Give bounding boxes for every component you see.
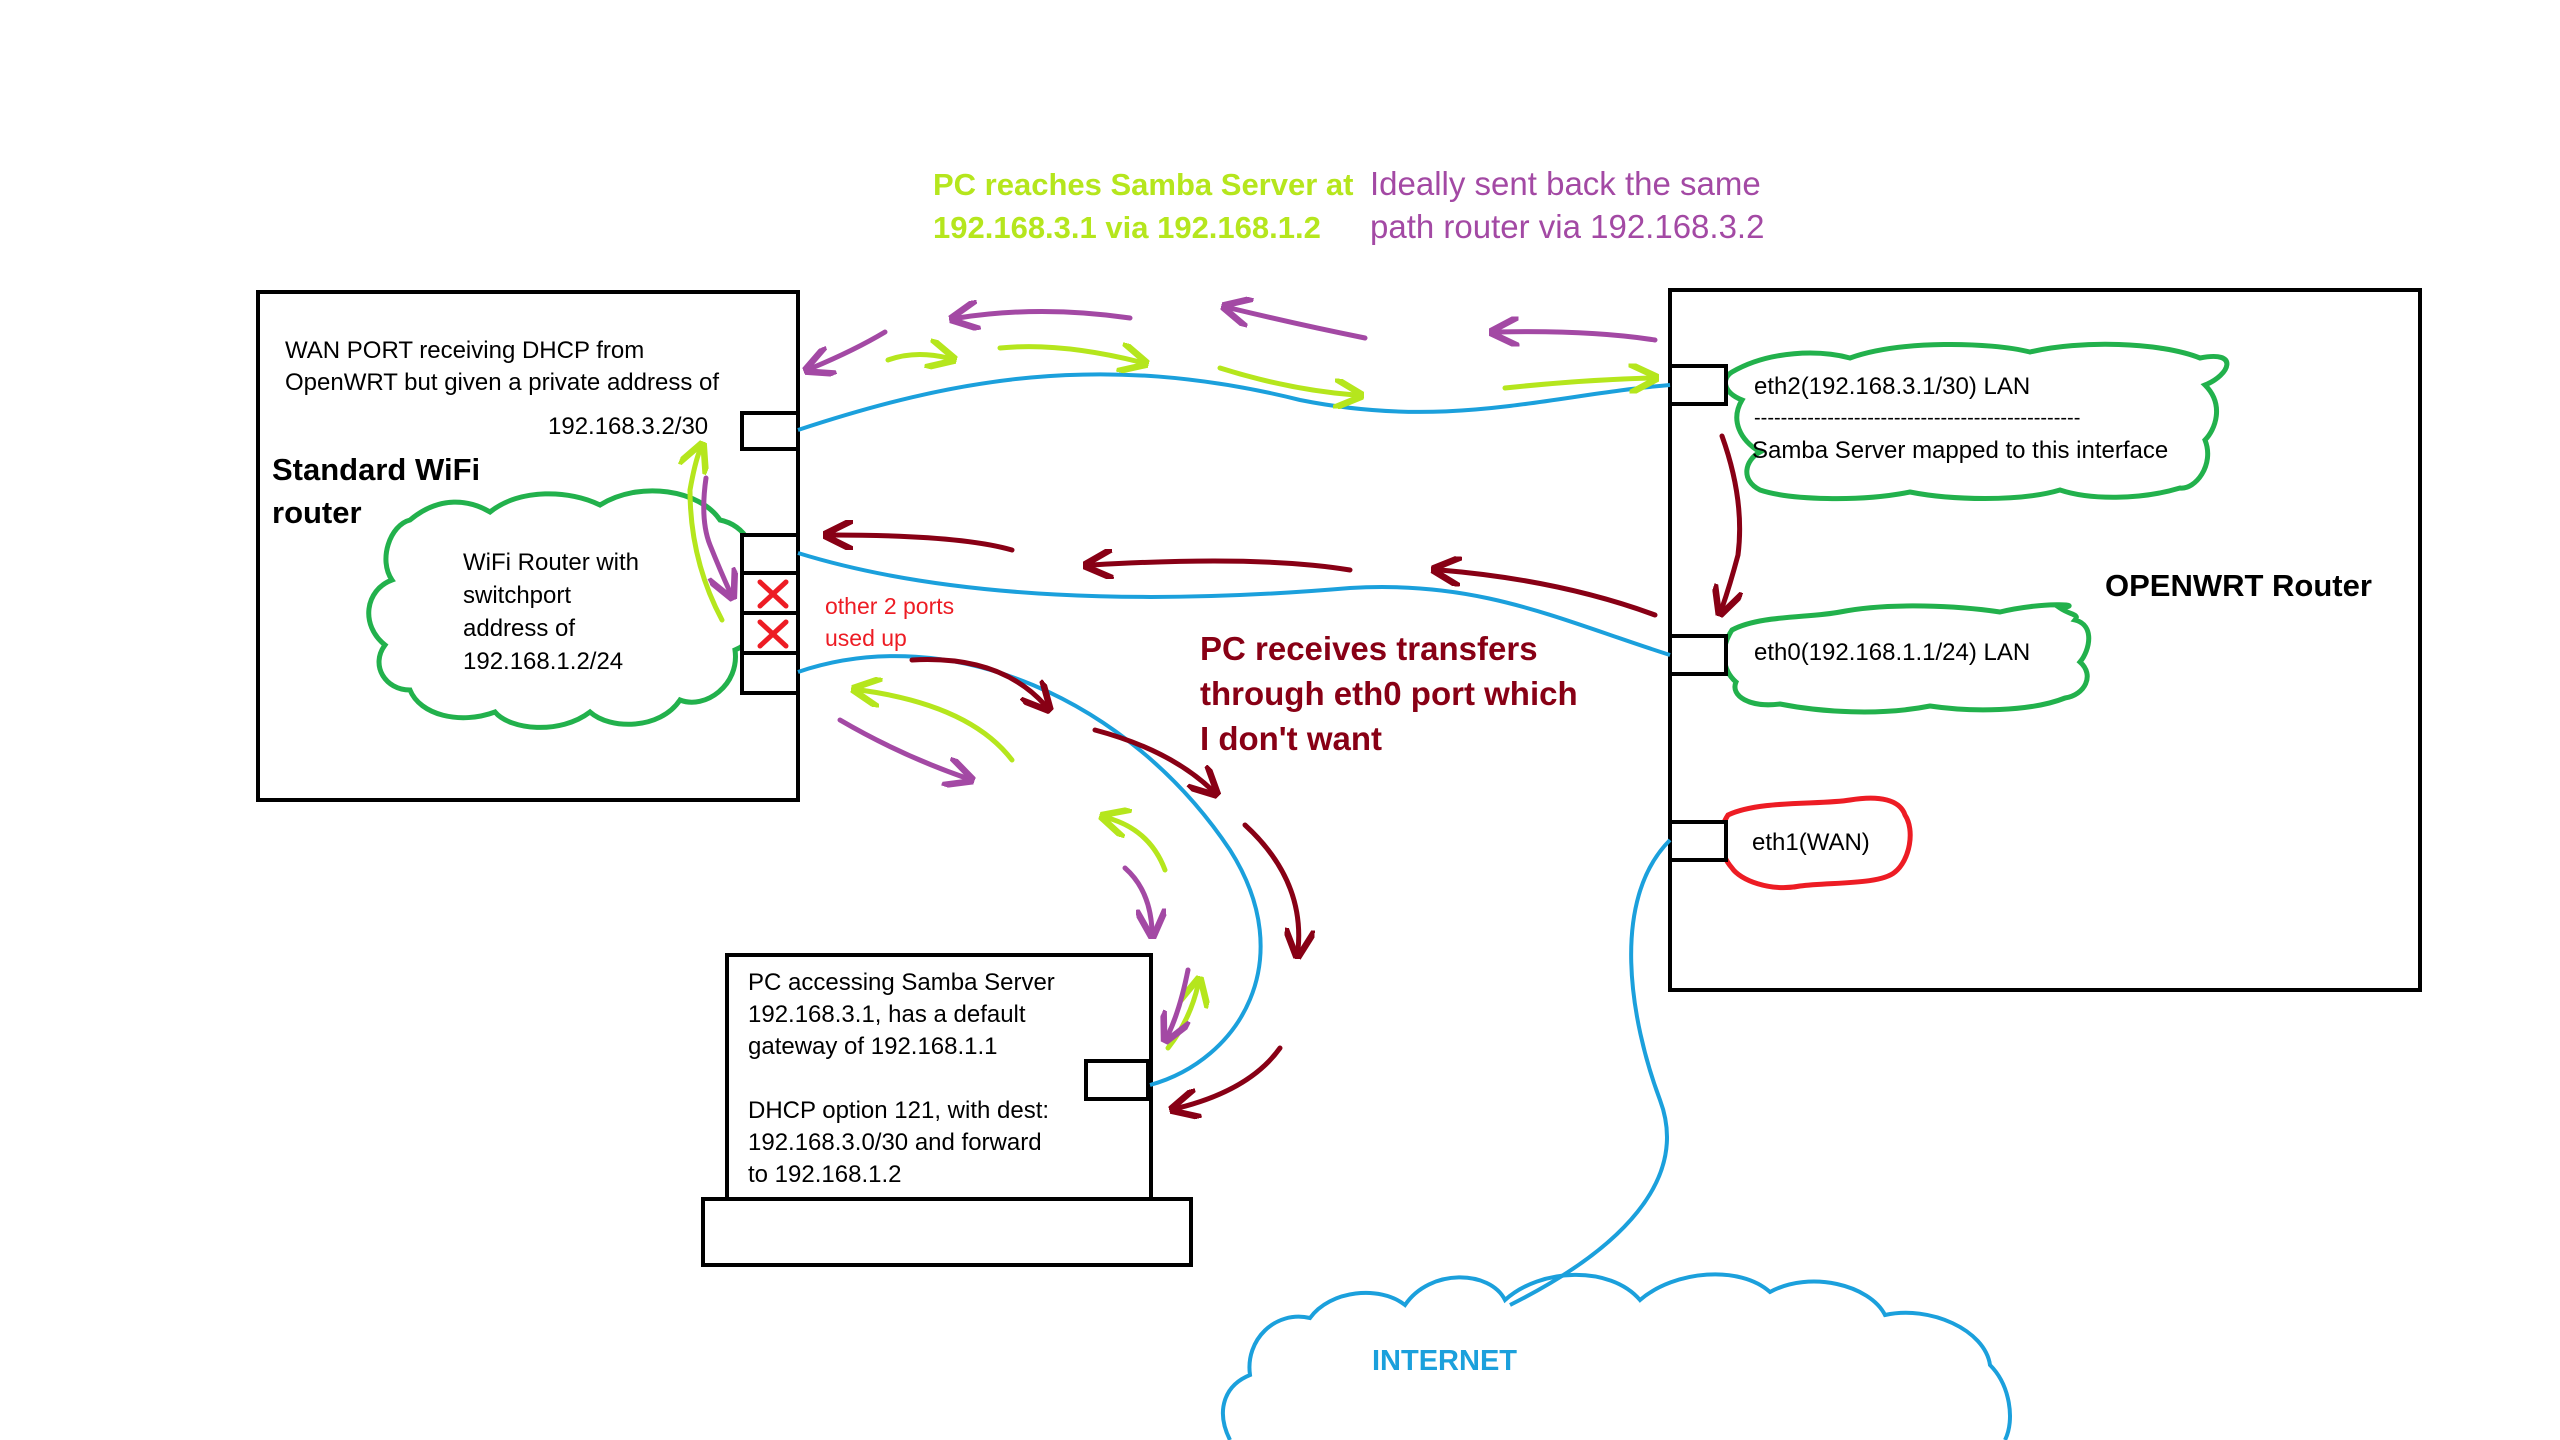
wifi-router-title: Standard WiFi [272, 452, 480, 487]
pc-text-2: 192.168.3.1, has a default [748, 1001, 1026, 1028]
samba-server-label: Samba Server mapped to this interface [1752, 437, 2168, 464]
eth1-label: eth1(WAN) [1752, 829, 1870, 856]
eth0-cloud [1721, 602, 2092, 715]
ideally-annotation: Ideally sent back the same [1370, 165, 1761, 202]
internet-cloud [1220, 1272, 2012, 1440]
ports-note-2: used up [825, 625, 907, 651]
eth2-divider: ----------------------------------------… [1754, 407, 2080, 429]
pc-receives-annotation-3: I don't want [1200, 720, 1382, 757]
pc-network-port[interactable] [1084, 1059, 1150, 1101]
lan-port-4[interactable] [740, 651, 800, 695]
used-port-x-icon [757, 579, 789, 609]
switchport-text-1: WiFi Router with [463, 549, 639, 576]
eth1-cloud [1718, 795, 1913, 891]
openwrt-router-title: OPENWRT Router [2105, 568, 2372, 603]
lan-port-1[interactable] [740, 533, 800, 575]
eth0-label: eth0(192.168.1.1/24) LAN [1754, 639, 2030, 666]
eth2-cloud [1723, 341, 2230, 502]
ports-note: other 2 ports [825, 593, 954, 619]
cable-lan-to-eth0 [797, 551, 1671, 657]
ideal-return-arrows [701, 308, 1658, 1035]
pc-text-6: to 192.168.1.2 [748, 1161, 901, 1188]
switchport-cloud [366, 488, 763, 730]
cable-eth1-to-internet [1509, 838, 1672, 1307]
wan-description-2: OpenWRT but given a private address of [285, 369, 719, 396]
wan-port[interactable] [740, 411, 800, 451]
eth0-port[interactable] [1668, 634, 1728, 676]
eth2-port[interactable] [1668, 364, 1728, 406]
wan-description: WAN PORT receiving DHCP from [285, 337, 644, 364]
switchport-text-4: 192.168.1.2/24 [463, 648, 623, 675]
pc-text-1: PC accessing Samba Server [748, 969, 1055, 996]
switchport-text-3: address of [463, 615, 575, 642]
used-port-x-icon-2 [757, 619, 789, 649]
wan-address: 192.168.3.2/30 [548, 413, 708, 440]
pc-receives-annotation-2: through eth0 port which [1200, 675, 1578, 712]
pc-base [701, 1197, 1193, 1267]
pc-receives-annotation: PC receives transfers [1200, 630, 1538, 667]
pc-text-3: gateway of 192.168.1.1 [748, 1033, 998, 1060]
eth2-label: eth2(192.168.3.1/30) LAN [1754, 373, 2030, 400]
pc-text-5: 192.168.3.0/30 and forward [748, 1129, 1042, 1156]
pc-reaches-annotation-2: 192.168.3.1 via 192.168.1.2 [933, 210, 1321, 245]
cable-wan-to-eth2 [797, 372, 1671, 432]
ideally-annotation-2: path router via 192.168.3.2 [1370, 208, 1764, 245]
switchport-text-2: switchport [463, 582, 571, 609]
pc-text-4: DHCP option 121, with dest: [748, 1097, 1049, 1124]
internet-label: INTERNET [1372, 1345, 1517, 1377]
pc-reaches-annotation: PC reaches Samba Server at [933, 167, 1353, 202]
wifi-router-title-2: router [272, 495, 362, 530]
eth1-port[interactable] [1668, 820, 1728, 862]
actual-return-arrows [832, 433, 1740, 1108]
